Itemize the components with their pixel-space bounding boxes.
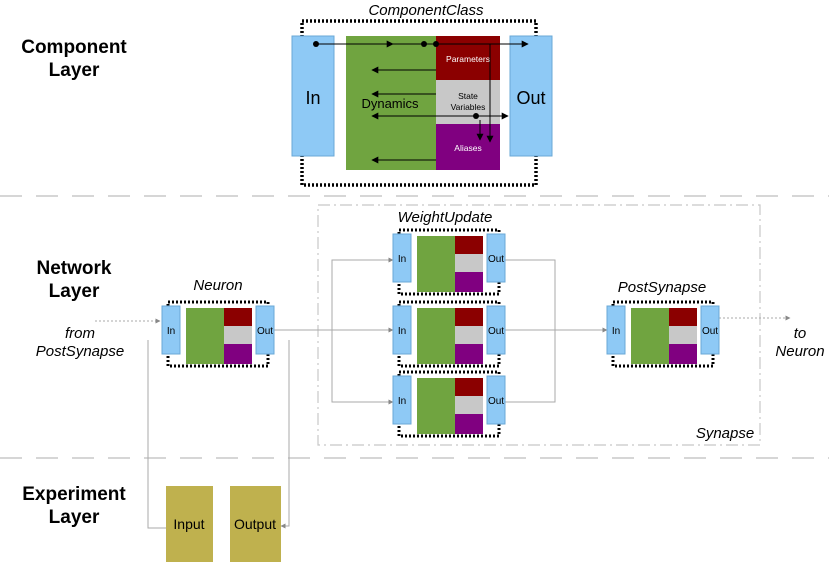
component-out-port — [509, 35, 553, 157]
weight-update-1-out-port — [486, 233, 506, 283]
aliases-block — [436, 124, 500, 170]
synapse-label: Synapse — [696, 425, 754, 442]
neuron-aliases — [224, 344, 252, 364]
from-label-1: from — [65, 325, 95, 342]
neuron-parameters — [224, 308, 252, 326]
synapse-region — [317, 204, 761, 446]
weight-update-1-parameters — [455, 236, 483, 254]
aliases-label: Aliases — [454, 143, 481, 153]
weight-update-1-dynamics — [417, 236, 455, 292]
weight-update-2-in-label: In — [398, 326, 406, 337]
weight-update-3-aliases — [455, 414, 483, 434]
neuron-title: Neuron — [193, 277, 242, 294]
weight-update-3-state — [455, 396, 483, 414]
weight-update-2-state — [455, 326, 483, 344]
weight-update-3-out-port — [486, 375, 506, 425]
post-synapse-in-label: In — [612, 326, 620, 337]
neuron-out-port — [255, 305, 275, 355]
weight-update-title: WeightUpdate — [398, 209, 493, 226]
post-synapse-aliases — [669, 344, 697, 364]
weight-update-2-dynamics — [417, 308, 455, 364]
weight-update-3-parameters — [455, 378, 483, 396]
weight-update-3-out-label: Out — [488, 396, 504, 407]
post-synapse-out-label: Out — [702, 326, 718, 337]
from-label-2: PostSynapse — [36, 343, 124, 360]
to-label-2: Neuron — [775, 343, 824, 360]
post-synapse-out-port — [700, 305, 720, 355]
weight-update-3-dynamics — [417, 378, 455, 434]
weight-update-2-out-port — [486, 305, 506, 355]
component-out-label: Out — [516, 88, 545, 108]
weight-update-2-in-port — [392, 305, 412, 355]
neuron-state — [224, 326, 252, 344]
component-in-port — [291, 35, 335, 157]
component-in-label: In — [305, 88, 320, 108]
input-label: Input — [173, 516, 204, 532]
post-synapse-in-port — [606, 305, 626, 355]
state-variables-block — [436, 80, 500, 124]
weight-update-3-in-label: In — [398, 396, 406, 407]
output-label: Output — [234, 516, 276, 532]
post-synapse-state — [669, 326, 697, 344]
component-flow-dots — [313, 41, 479, 119]
component-flow-arrows — [316, 40, 529, 164]
network-layer-label-2: Layer — [49, 281, 100, 302]
to-label-1: to — [794, 325, 807, 342]
component-class-title: ComponentClass — [368, 2, 484, 19]
weight-update-3-in-port — [392, 375, 412, 425]
post-synapse-parameters — [669, 308, 697, 326]
component-layer-label-2: Layer — [49, 60, 100, 81]
input-block — [166, 486, 213, 562]
state-variables-label-2: Variables — [451, 102, 486, 112]
weight-update-2-out-label: Out — [488, 326, 504, 337]
parameters-block — [436, 36, 500, 80]
dynamics-label: Dynamics — [361, 96, 419, 111]
post-synapse-dynamics — [631, 308, 669, 364]
weight-update-2-aliases — [455, 344, 483, 364]
neuron-in-label: In — [167, 326, 175, 337]
dynamics-block — [346, 36, 436, 170]
weight-update-1-aliases — [455, 272, 483, 292]
weight-update-1-in-port — [392, 233, 412, 283]
state-variables-label-1: State — [458, 91, 478, 101]
network-layer-label-1: Network — [37, 258, 112, 279]
weight-update-1-in-label: In — [398, 254, 406, 265]
neuron-out-label: Out — [257, 326, 273, 337]
output-block — [230, 486, 281, 562]
weight-update-1-out-label: Out — [488, 254, 504, 265]
experiment-layer-label-2: Layer — [49, 507, 100, 528]
experiment-layer-label-1: Experiment — [22, 484, 126, 505]
weight-update-2-parameters — [455, 308, 483, 326]
neuron-dynamics — [186, 308, 224, 364]
neuron-in-port — [161, 305, 181, 355]
weight-update-1-state — [455, 254, 483, 272]
component-class: ComponentClass In Dynamics Parameters St… — [291, 2, 553, 187]
component-layer-label-1: Component — [21, 37, 127, 58]
post-synapse-title: PostSynapse — [618, 279, 706, 296]
network-connections — [95, 257, 791, 529]
parameters-label: Parameters — [446, 54, 490, 64]
